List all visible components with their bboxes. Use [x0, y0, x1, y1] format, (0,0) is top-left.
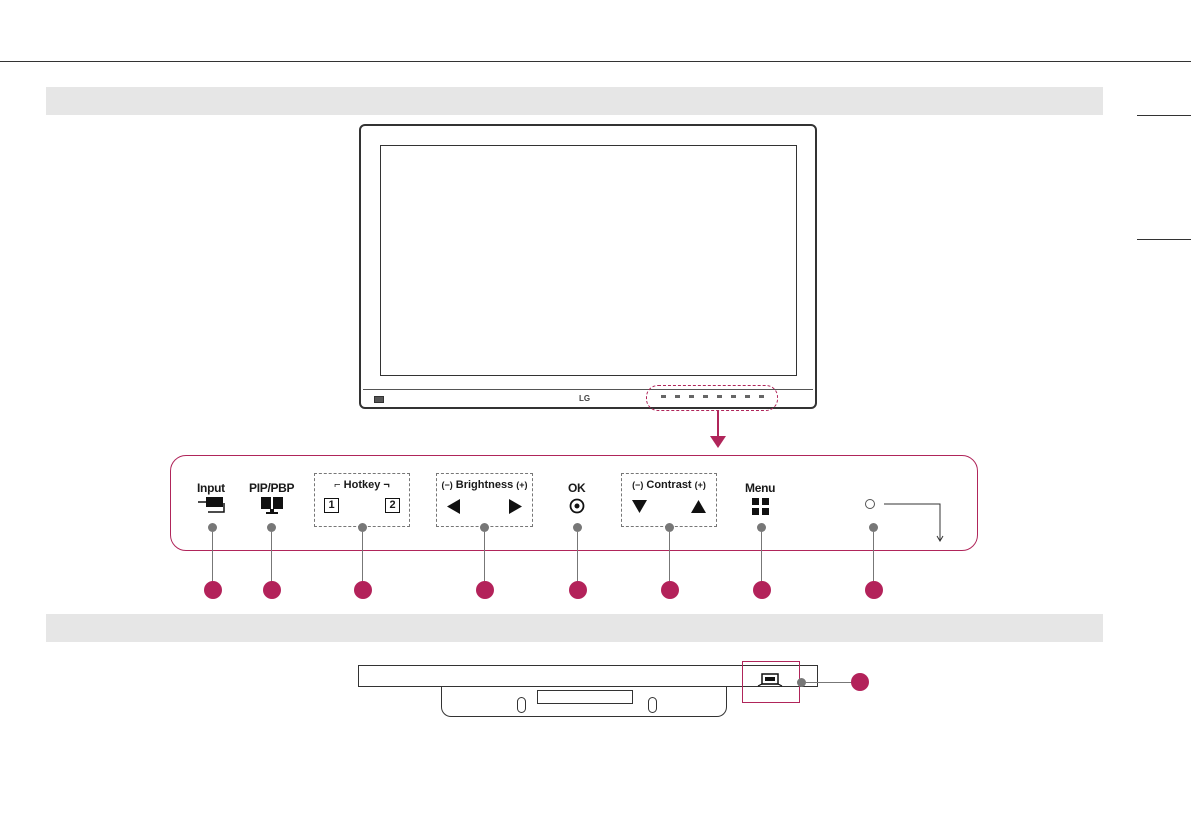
header-rule	[0, 61, 1191, 62]
leader-line-hotkey	[362, 532, 363, 582]
usb-port-icon[interactable]	[756, 672, 784, 692]
leader-dot-usb	[797, 678, 806, 687]
leader-dot-input	[208, 523, 217, 532]
contrast-label: (−) Contrast (+)	[622, 479, 716, 491]
leader-dot-power	[869, 523, 878, 532]
zoom-arrow-head	[710, 436, 726, 448]
leader-dot-contrast	[665, 523, 674, 532]
leader-line-contrast	[669, 532, 670, 582]
callout-marker-pip	[263, 581, 281, 599]
triangle-down-icon[interactable]	[632, 500, 647, 513]
bracket-left-icon: ⌐	[334, 479, 343, 491]
bracket-right-icon: ¬	[380, 479, 389, 491]
triangle-left-icon[interactable]	[447, 499, 460, 514]
stand-foot-left	[517, 697, 526, 713]
target-circle-icon[interactable]	[569, 498, 585, 514]
callout-marker-contrast	[661, 581, 679, 599]
callout-marker-hotkey	[354, 581, 372, 599]
grid-menu-icon[interactable]	[752, 498, 769, 515]
ok-label: OK	[568, 481, 585, 495]
leader-dot-brightness	[480, 523, 489, 532]
callout-marker-brightness	[476, 581, 494, 599]
hotkey-1-button[interactable]: 1	[324, 498, 339, 513]
button-area-highlight	[646, 385, 778, 411]
section-bar-front	[46, 87, 1103, 115]
triangle-right-icon[interactable]	[509, 499, 522, 514]
hotkey-label: ⌐ Hotkey ¬	[315, 479, 409, 491]
input-source-icon	[198, 496, 226, 514]
callout-marker-usb	[851, 673, 869, 691]
zoom-arrow-line	[717, 411, 719, 438]
pip-label: PIP/PBP	[249, 481, 294, 495]
leader-dot-hotkey	[358, 523, 367, 532]
side-tab-bottom	[1137, 239, 1191, 240]
hotkey-2-button[interactable]: 2	[385, 498, 400, 513]
power-led-icon[interactable]	[864, 498, 944, 544]
callout-marker-power	[865, 581, 883, 599]
leader-line-brightness	[484, 532, 485, 582]
callout-marker-ok	[569, 581, 587, 599]
triangle-up-icon[interactable]	[691, 500, 706, 513]
monitor-front: LG	[359, 124, 817, 409]
callout-marker-menu	[753, 581, 771, 599]
side-tab-top	[1137, 115, 1191, 116]
hotkey-group: ⌐ Hotkey ¬ 1 2	[314, 473, 410, 527]
leader-line-ok	[577, 532, 578, 582]
leader-line-input	[212, 532, 213, 582]
stand-foot-right	[648, 697, 657, 713]
model-badge	[374, 396, 384, 403]
section-bar-bottom	[46, 614, 1103, 642]
leader-line-power	[873, 532, 874, 582]
brand-logo: LG	[579, 394, 590, 403]
leader-dot-menu	[757, 523, 766, 532]
leader-line-menu	[761, 532, 762, 582]
callout-marker-input	[204, 581, 222, 599]
monitor-screen	[380, 145, 797, 376]
menu-label: Menu	[745, 481, 775, 495]
brightness-group: (−) Brightness (+)	[436, 473, 533, 527]
leader-line-pip	[271, 532, 272, 582]
stand-channel	[537, 690, 633, 704]
input-label: Input	[197, 481, 225, 495]
pip-monitor-icon	[261, 497, 283, 515]
contrast-group: (−) Contrast (+)	[621, 473, 717, 527]
leader-dot-ok	[573, 523, 582, 532]
leader-dot-pip	[267, 523, 276, 532]
brightness-label: (−) Brightness (+)	[437, 479, 532, 491]
leader-line-usb	[806, 682, 852, 683]
